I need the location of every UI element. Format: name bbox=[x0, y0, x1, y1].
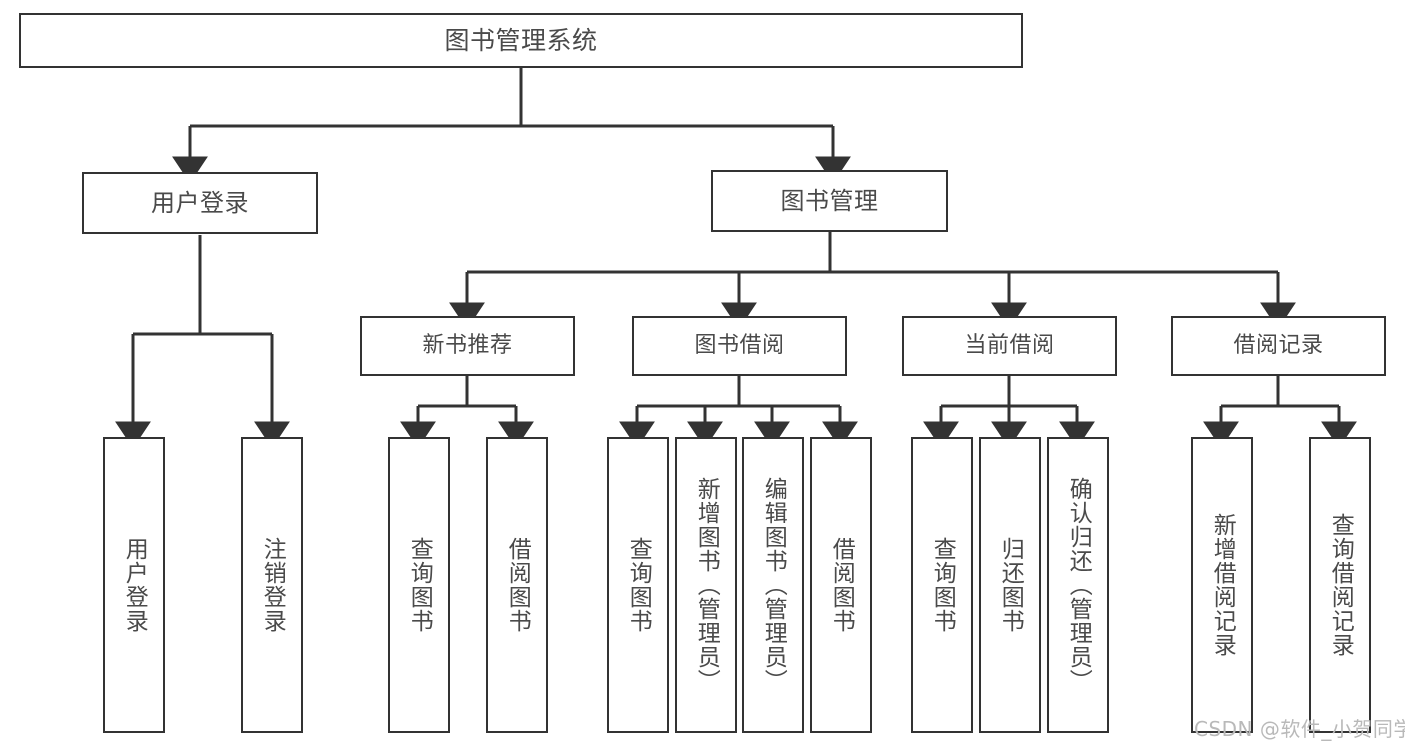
node-leaf-borrow-book-2[interactable]: 借阅图书 bbox=[810, 437, 872, 733]
node-leaf-add-book-label: 新增图书（管理员） bbox=[693, 477, 720, 693]
node-leaf-query-book-3[interactable]: 查询图书 bbox=[911, 437, 973, 733]
node-leaf-logout-login-label: 注销登录 bbox=[259, 537, 286, 633]
node-leaf-query-record[interactable]: 查询借阅记录 bbox=[1309, 437, 1371, 733]
node-new-book-recommend-label: 新书推荐 bbox=[422, 333, 513, 359]
node-leaf-query-book-1[interactable]: 查询图书 bbox=[388, 437, 450, 733]
node-book-borrow-label: 图书借阅 bbox=[694, 333, 785, 359]
node-leaf-query-book-2[interactable]: 查询图书 bbox=[607, 437, 669, 733]
node-leaf-add-record-label: 新增借阅记录 bbox=[1209, 513, 1236, 657]
node-user-login[interactable]: 用户登录 bbox=[82, 172, 318, 234]
node-leaf-borrow-book-1[interactable]: 借阅图书 bbox=[486, 437, 548, 733]
node-leaf-add-book[interactable]: 新增图书（管理员） bbox=[675, 437, 737, 733]
node-leaf-edit-book[interactable]: 编辑图书（管理员） bbox=[742, 437, 804, 733]
node-new-book-recommend[interactable]: 新书推荐 bbox=[360, 316, 575, 376]
node-leaf-borrow-book-1-label: 借阅图书 bbox=[504, 537, 531, 633]
node-leaf-confirm-return[interactable]: 确认归还（管理员） bbox=[1047, 437, 1109, 733]
node-leaf-query-book-3-label: 查询图书 bbox=[929, 537, 956, 633]
csdn-watermark: CSDN @软件_小贺同学 bbox=[1194, 717, 1405, 741]
node-book-borrow[interactable]: 图书借阅 bbox=[632, 316, 847, 376]
node-book-manage[interactable]: 图书管理 bbox=[711, 170, 948, 232]
node-borrow-record[interactable]: 借阅记录 bbox=[1171, 316, 1386, 376]
node-leaf-query-record-label: 查询借阅记录 bbox=[1327, 513, 1354, 657]
node-leaf-return-book[interactable]: 归还图书 bbox=[979, 437, 1041, 733]
node-leaf-query-book-1-label: 查询图书 bbox=[406, 537, 433, 633]
node-leaf-query-book-2-label: 查询图书 bbox=[625, 537, 652, 633]
node-leaf-edit-book-label: 编辑图书（管理员） bbox=[760, 477, 787, 693]
node-leaf-logout-login[interactable]: 注销登录 bbox=[241, 437, 303, 733]
node-leaf-borrow-book-2-label: 借阅图书 bbox=[828, 537, 855, 633]
node-book-manage-label: 图书管理 bbox=[780, 186, 879, 215]
node-leaf-user-login[interactable]: 用户登录 bbox=[103, 437, 165, 733]
node-root[interactable]: 图书管理系统 bbox=[19, 13, 1023, 68]
node-leaf-add-record[interactable]: 新增借阅记录 bbox=[1191, 437, 1253, 733]
node-root-label: 图书管理系统 bbox=[444, 25, 598, 55]
node-leaf-user-login-label: 用户登录 bbox=[121, 537, 148, 633]
node-leaf-return-book-label: 归还图书 bbox=[997, 537, 1024, 633]
node-borrow-record-label: 借阅记录 bbox=[1233, 333, 1324, 359]
node-current-borrow[interactable]: 当前借阅 bbox=[902, 316, 1117, 376]
node-leaf-confirm-return-label: 确认归还（管理员） bbox=[1065, 477, 1092, 693]
node-current-borrow-label: 当前借阅 bbox=[964, 333, 1055, 359]
node-user-login-label: 用户登录 bbox=[151, 188, 249, 217]
